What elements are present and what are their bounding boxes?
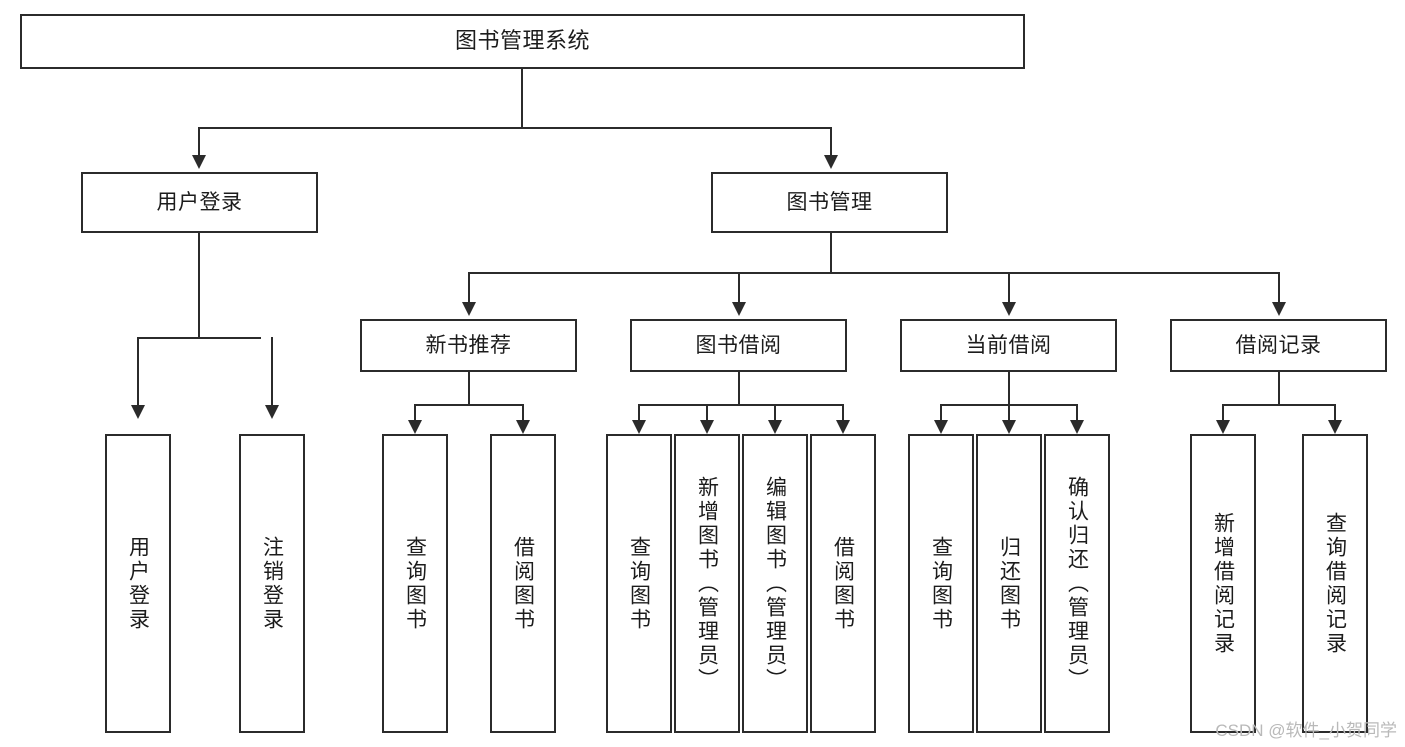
connector-drop-cb-1 [940, 404, 942, 420]
leaf-label: 借阅图书 [831, 535, 855, 632]
connector-drop-bb-3 [774, 404, 776, 420]
connector-drop-cb-3 [1076, 404, 1078, 420]
arrowhead-br-2 [1328, 420, 1342, 434]
connector-book-borrow-bus [638, 404, 842, 406]
node-label: 当前借阅 [965, 333, 1052, 357]
arrowhead-level3-2 [732, 302, 746, 316]
node-label: 图书管理 [786, 190, 873, 214]
node-label: 新书推荐 [425, 333, 512, 357]
connector-book-manage-stem [830, 233, 832, 272]
leaf-current-borrow-confirm[interactable]: 确认归还（管理员） [1044, 434, 1110, 733]
leaf-current-borrow-return[interactable]: 归还图书 [976, 434, 1042, 733]
connector-borrow-record-stem [1278, 372, 1280, 404]
leaf-label: 归还图书 [997, 535, 1021, 632]
connector-drop-nb-1 [414, 404, 416, 420]
node-borrow-record[interactable]: 借阅记录 [1170, 319, 1387, 372]
connector-drop-level3-4 [1278, 272, 1280, 302]
leaf-borrow-record-add[interactable]: 新增借阅记录 [1190, 434, 1256, 733]
connector-user-login-bus [137, 337, 261, 339]
connector-drop-cb-2 [1008, 404, 1010, 420]
node-label: 借阅记录 [1235, 333, 1322, 357]
leaf-label: 查询图书 [627, 535, 651, 632]
arrowhead-nb-2 [516, 420, 530, 434]
leaf-label: 新增图书（管理员） [695, 475, 719, 692]
connector-drop-level3-2 [738, 272, 740, 302]
leaf-user-login-logout[interactable]: 注销登录 [239, 434, 305, 733]
leaf-label: 查询图书 [929, 535, 953, 632]
node-user-login[interactable]: 用户登录 [81, 172, 318, 233]
node-book-manage[interactable]: 图书管理 [711, 172, 948, 233]
connector-root-stem [521, 69, 523, 127]
leaf-book-borrow-borrow[interactable]: 借阅图书 [810, 434, 876, 733]
arrowhead-cb-2 [1002, 420, 1016, 434]
leaf-label: 注销登录 [260, 535, 284, 632]
arrowhead-level3-3 [1002, 302, 1016, 316]
connector-new-book-bus [414, 404, 524, 406]
connector-level3-bus [468, 272, 1278, 274]
arrowhead-nb-1 [408, 420, 422, 434]
connector-level2-bus [198, 127, 832, 129]
leaf-book-borrow-edit[interactable]: 编辑图书（管理员） [742, 434, 808, 733]
leaf-borrow-record-query[interactable]: 查询借阅记录 [1302, 434, 1368, 733]
connector-user-login-stem [198, 233, 200, 337]
node-label: 用户登录 [156, 190, 243, 214]
leaf-label: 新增借阅记录 [1211, 511, 1235, 656]
arrowhead-bb-4 [836, 420, 850, 434]
node-root-system[interactable]: 图书管理系统 [20, 14, 1025, 69]
arrowhead-level3-1 [462, 302, 476, 316]
connector-drop-br-1 [1222, 404, 1224, 420]
arrowhead-user-login [192, 155, 206, 169]
arrowhead-leaf-user-login-2 [265, 405, 279, 419]
connector-drop-level3-1 [468, 272, 470, 302]
leaf-label: 查询借阅记录 [1323, 511, 1347, 656]
arrowhead-leaf-user-login-1 [131, 405, 145, 419]
leaf-label: 查询图书 [403, 535, 427, 632]
arrowhead-br-1 [1216, 420, 1230, 434]
connector-drop-level3-3 [1008, 272, 1010, 302]
connector-drop-bb-2 [706, 404, 708, 420]
connector-drop-br-2 [1334, 404, 1336, 420]
connector-drop-nb-2 [522, 404, 524, 420]
arrowhead-bb-3 [768, 420, 782, 434]
leaf-user-login-login[interactable]: 用户登录 [105, 434, 171, 733]
node-book-borrow[interactable]: 图书借阅 [630, 319, 847, 372]
leaf-book-borrow-add[interactable]: 新增图书（管理员） [674, 434, 740, 733]
arrowhead-cb-1 [934, 420, 948, 434]
connector-borrow-record-bus [1222, 404, 1336, 406]
connector-book-borrow-stem [738, 372, 740, 404]
arrowhead-bb-1 [632, 420, 646, 434]
arrowhead-cb-3 [1070, 420, 1084, 434]
node-label: 图书管理系统 [454, 28, 590, 54]
connector-current-borrow-stem [1008, 372, 1010, 404]
connector-new-book-stem [468, 372, 470, 404]
arrowhead-level3-4 [1272, 302, 1286, 316]
leaf-label: 借阅图书 [511, 535, 535, 632]
node-new-book-recommend[interactable]: 新书推荐 [360, 319, 577, 372]
connector-drop-leaf-user-login-1 [137, 337, 139, 405]
leaf-book-borrow-query[interactable]: 查询图书 [606, 434, 672, 733]
arrowhead-bb-2 [700, 420, 714, 434]
arrowhead-book-manage [824, 155, 838, 169]
connector-drop-bb-4 [842, 404, 844, 420]
leaf-label: 编辑图书（管理员） [763, 475, 787, 692]
node-label: 图书借阅 [695, 333, 782, 357]
leaf-new-book-borrow[interactable]: 借阅图书 [490, 434, 556, 733]
leaf-label: 确认归还（管理员） [1065, 475, 1089, 692]
connector-drop-bb-1 [638, 404, 640, 420]
connector-drop-book-manage [830, 127, 832, 155]
node-current-borrow[interactable]: 当前借阅 [900, 319, 1117, 372]
connector-drop-leaf-user-login-2 [271, 337, 273, 405]
leaf-new-book-query[interactable]: 查询图书 [382, 434, 448, 733]
leaf-label: 用户登录 [126, 535, 150, 632]
connector-drop-user-login [198, 127, 200, 155]
leaf-current-borrow-query[interactable]: 查询图书 [908, 434, 974, 733]
